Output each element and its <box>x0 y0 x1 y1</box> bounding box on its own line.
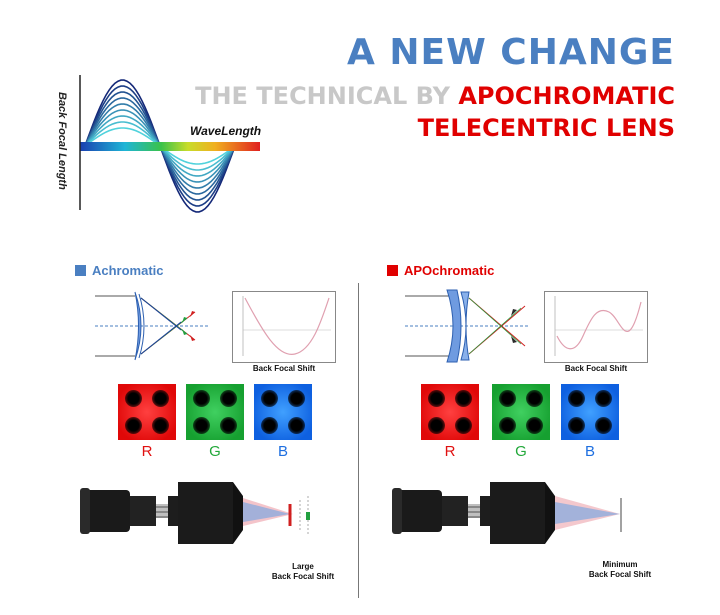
subtitle-red-text: APOCHROMATIC <box>458 82 675 110</box>
red-channel-square <box>421 384 479 440</box>
channel-label-r: R <box>141 443 153 460</box>
bottom-caption-line-2: Back Focal Shift <box>588 570 652 579</box>
page-subtitle-line-1: THE TECHNICAL BY APOCHROMATIC <box>195 82 675 110</box>
wavelength-bfl-graphic <box>79 75 260 213</box>
spectrum-bar <box>80 142 260 151</box>
channel-label-r: R <box>444 443 456 460</box>
wavelength-label: WaveLength <box>190 124 262 138</box>
red-channel-square <box>118 384 176 440</box>
achromatic-shift-chart <box>232 291 336 363</box>
achromatic-lens-diagram <box>95 291 210 361</box>
green-channel-square <box>492 384 550 440</box>
apochromatic-title-text: APOchromatic <box>404 263 495 278</box>
subtitle-gray-text: THE TECHNICAL BY <box>195 82 450 110</box>
blue-square-marker <box>75 265 86 276</box>
bottom-caption-line-2: Back Focal Shift <box>271 572 335 581</box>
focal-shift-curve <box>244 297 330 355</box>
green-channel-square <box>186 384 244 440</box>
achromatic-chart-caption: Back Focal Shift <box>252 364 316 373</box>
apochromatic-shift-chart <box>544 291 648 363</box>
red-square-marker <box>387 265 398 276</box>
apochromatic-chart-caption: Back Focal Shift <box>564 364 628 373</box>
channel-label-g: G <box>209 443 221 460</box>
blue-channel-square <box>254 384 312 440</box>
bottom-caption-line-1: Large <box>292 562 314 571</box>
panel-divider <box>358 283 359 598</box>
back-focal-length-label: Back Focal Length <box>56 92 68 190</box>
focal-shift-curve <box>556 301 642 350</box>
channel-label-b: B <box>584 443 595 460</box>
achromatic-title-text: Achromatic <box>92 263 164 278</box>
blue-channel-square <box>561 384 619 440</box>
lens-element-2 <box>460 291 470 361</box>
page-subtitle-line-2: TELECENTRIC LENS <box>417 114 675 142</box>
channel-label-b: B <box>277 443 288 460</box>
apochromatic-lens-photo <box>392 482 622 544</box>
channel-label-g: G <box>515 443 527 460</box>
apochromatic-lens-diagram <box>405 289 530 363</box>
lens-element-1 <box>446 289 462 363</box>
lens-element <box>134 291 142 361</box>
page-title: A NEW CHANGE <box>346 32 675 73</box>
apochromatic-panel-title: APOchromatic <box>387 263 494 278</box>
apochromatic-bottom-caption: Minimum Back Focal Shift <box>585 560 655 580</box>
achromatic-bottom-caption: Large Back Focal Shift <box>268 562 338 582</box>
achromatic-lens-photo <box>80 482 310 544</box>
achromatic-panel-title: Achromatic <box>75 263 164 278</box>
bottom-caption-line-1: Minimum <box>602 560 638 569</box>
